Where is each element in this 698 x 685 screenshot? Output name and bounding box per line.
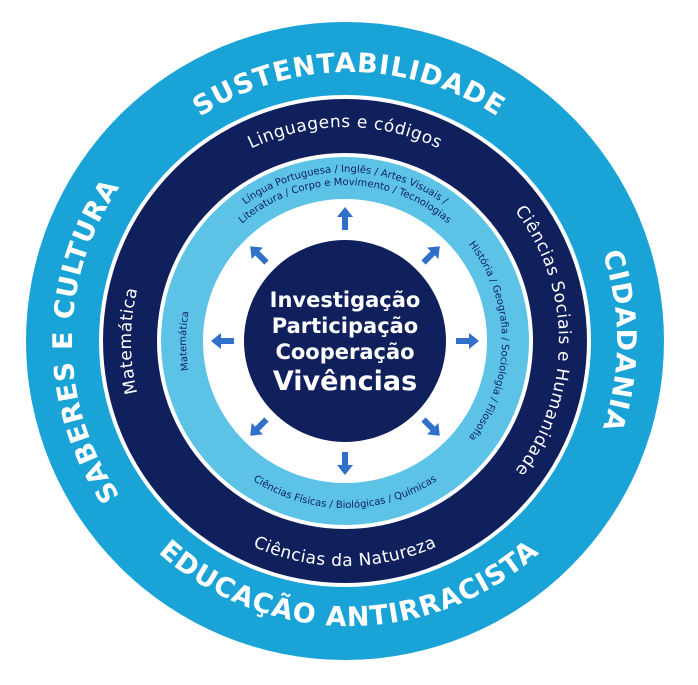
arrow-icon <box>337 452 353 475</box>
arrow-group <box>211 207 479 475</box>
center-line-3: Cooperação <box>275 340 414 364</box>
arrow-icon <box>211 333 234 349</box>
arrow-icon <box>250 417 269 436</box>
arrow-icon <box>421 246 440 265</box>
arrow-icon <box>337 207 353 230</box>
arrow-icon <box>250 246 269 265</box>
center-line-1: Investigação <box>270 288 421 312</box>
center-line-4: Vivências <box>273 366 417 397</box>
center-circle <box>244 240 446 442</box>
center-line-2: Participação <box>272 314 419 338</box>
arrow-icon <box>421 417 440 436</box>
arrow-icon <box>456 333 479 349</box>
